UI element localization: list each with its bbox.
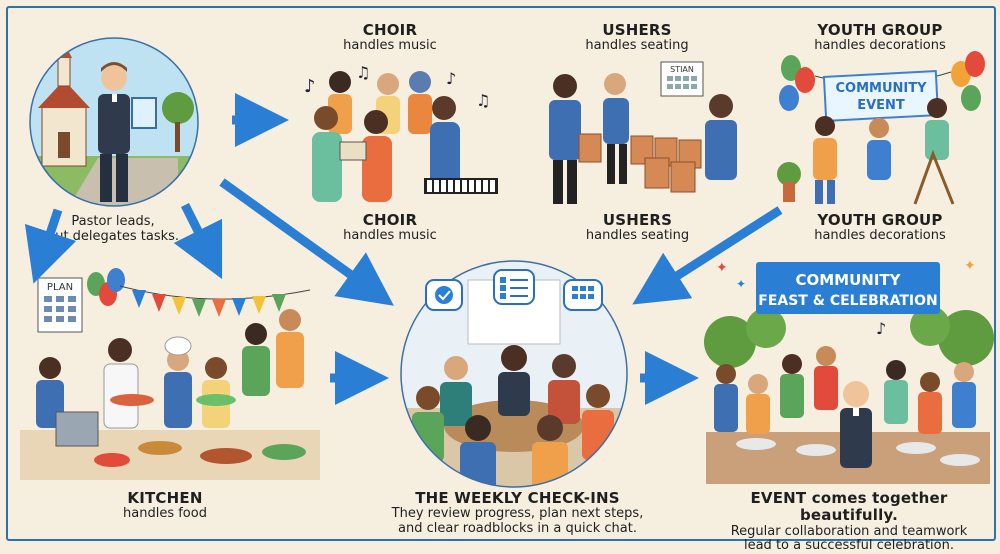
youth-scene: COMMUNITY EVENT <box>775 51 987 208</box>
choir-title-bottom: CHOIR <box>362 211 418 229</box>
svg-text:✦: ✦ <box>736 277 746 291</box>
checkins-scene <box>398 258 630 490</box>
event-banner-line2: FEAST & CELEBRATION <box>758 293 937 309</box>
choir-subtitle-bottom: handles music <box>343 228 437 244</box>
kitchen-title: KITCHEN <box>127 489 203 507</box>
checkins-title: THE WEEKLY CHECK-INS <box>415 489 620 507</box>
checkins-line2: and clear roadblocks in a quick chat. <box>398 521 637 537</box>
svg-text:♫: ♫ <box>476 91 490 110</box>
youth-label-bottom: YOUTH GROUP handles decorations <box>795 211 965 244</box>
svg-text:♪: ♪ <box>304 76 316 97</box>
ushers-label-top: USHERS handles seating <box>572 21 702 54</box>
checkins-line1: They review progress, plan next steps, <box>391 506 644 522</box>
choir-title-top: CHOIR <box>362 21 418 39</box>
youth-subtitle-top: handles decorations <box>814 38 946 54</box>
event-line2: lead to a successful celebration. <box>743 538 954 554</box>
kitchen-scene: PLAN <box>20 268 320 480</box>
svg-text:♫: ♫ <box>356 63 370 82</box>
choir-label-top: CHOIR handles music <box>320 21 460 54</box>
event-scene: COMMUNITY FEAST & CELEBRATION ✦ ✦ ✦ ♪ <box>704 252 994 484</box>
ushers-scene: STIAN <box>535 58 750 208</box>
youth-title-bottom: YOUTH GROUP <box>817 211 943 229</box>
event-title: EVENT comes together beautifully. <box>750 489 948 525</box>
youth-title-top: YOUTH GROUP <box>817 21 943 39</box>
ushers-title-top: USHERS <box>602 21 672 39</box>
pastor-caption: Pastor leads, but delegates tasks. <box>38 214 188 245</box>
pastor-caption-line2: but delegates tasks. <box>46 228 180 244</box>
svg-text:✦: ✦ <box>964 258 976 274</box>
youth-label-top: YOUTH GROUP handles decorations <box>800 21 960 54</box>
ushers-label-bottom: USHERS handles seating <box>570 211 705 244</box>
youth-banner-line2: EVENT <box>857 98 905 113</box>
checkins-label: THE WEEKLY CHECK-INS They review progres… <box>385 489 650 537</box>
pastor-caption-line1: Pastor leads, <box>71 214 155 229</box>
diagram-frame <box>6 6 996 541</box>
svg-text:✦: ✦ <box>716 260 728 276</box>
kitchen-label: KITCHEN handles food <box>95 489 235 522</box>
svg-text:♪: ♪ <box>446 69 456 88</box>
ushers-title-bottom: USHERS <box>602 211 673 229</box>
kitchen-subtitle: handles food <box>123 506 207 522</box>
pastor-scene <box>28 36 200 208</box>
svg-text:♪: ♪ <box>876 319 886 338</box>
kitchen-sign-text: PLAN <box>47 282 73 293</box>
ushers-subtitle-bottom: handles seating <box>585 228 690 244</box>
youth-banner-line1: COMMUNITY <box>835 81 927 96</box>
event-banner-line1: COMMUNITY <box>795 271 901 289</box>
youth-subtitle-bottom: handles decorations <box>814 228 946 244</box>
event-label: EVENT comes together beautifully. Regula… <box>710 489 988 554</box>
ushers-sign-text: STIAN <box>670 65 694 74</box>
choir-label-bottom: CHOIR handles music <box>320 211 460 244</box>
choir-subtitle-top: handles music <box>343 38 437 54</box>
choir-scene: ♪ ♫ ♪ ♫ <box>296 58 501 208</box>
ushers-subtitle-top: handles seating <box>585 38 689 54</box>
event-line1: Regular collaboration and teamwork <box>730 523 968 539</box>
